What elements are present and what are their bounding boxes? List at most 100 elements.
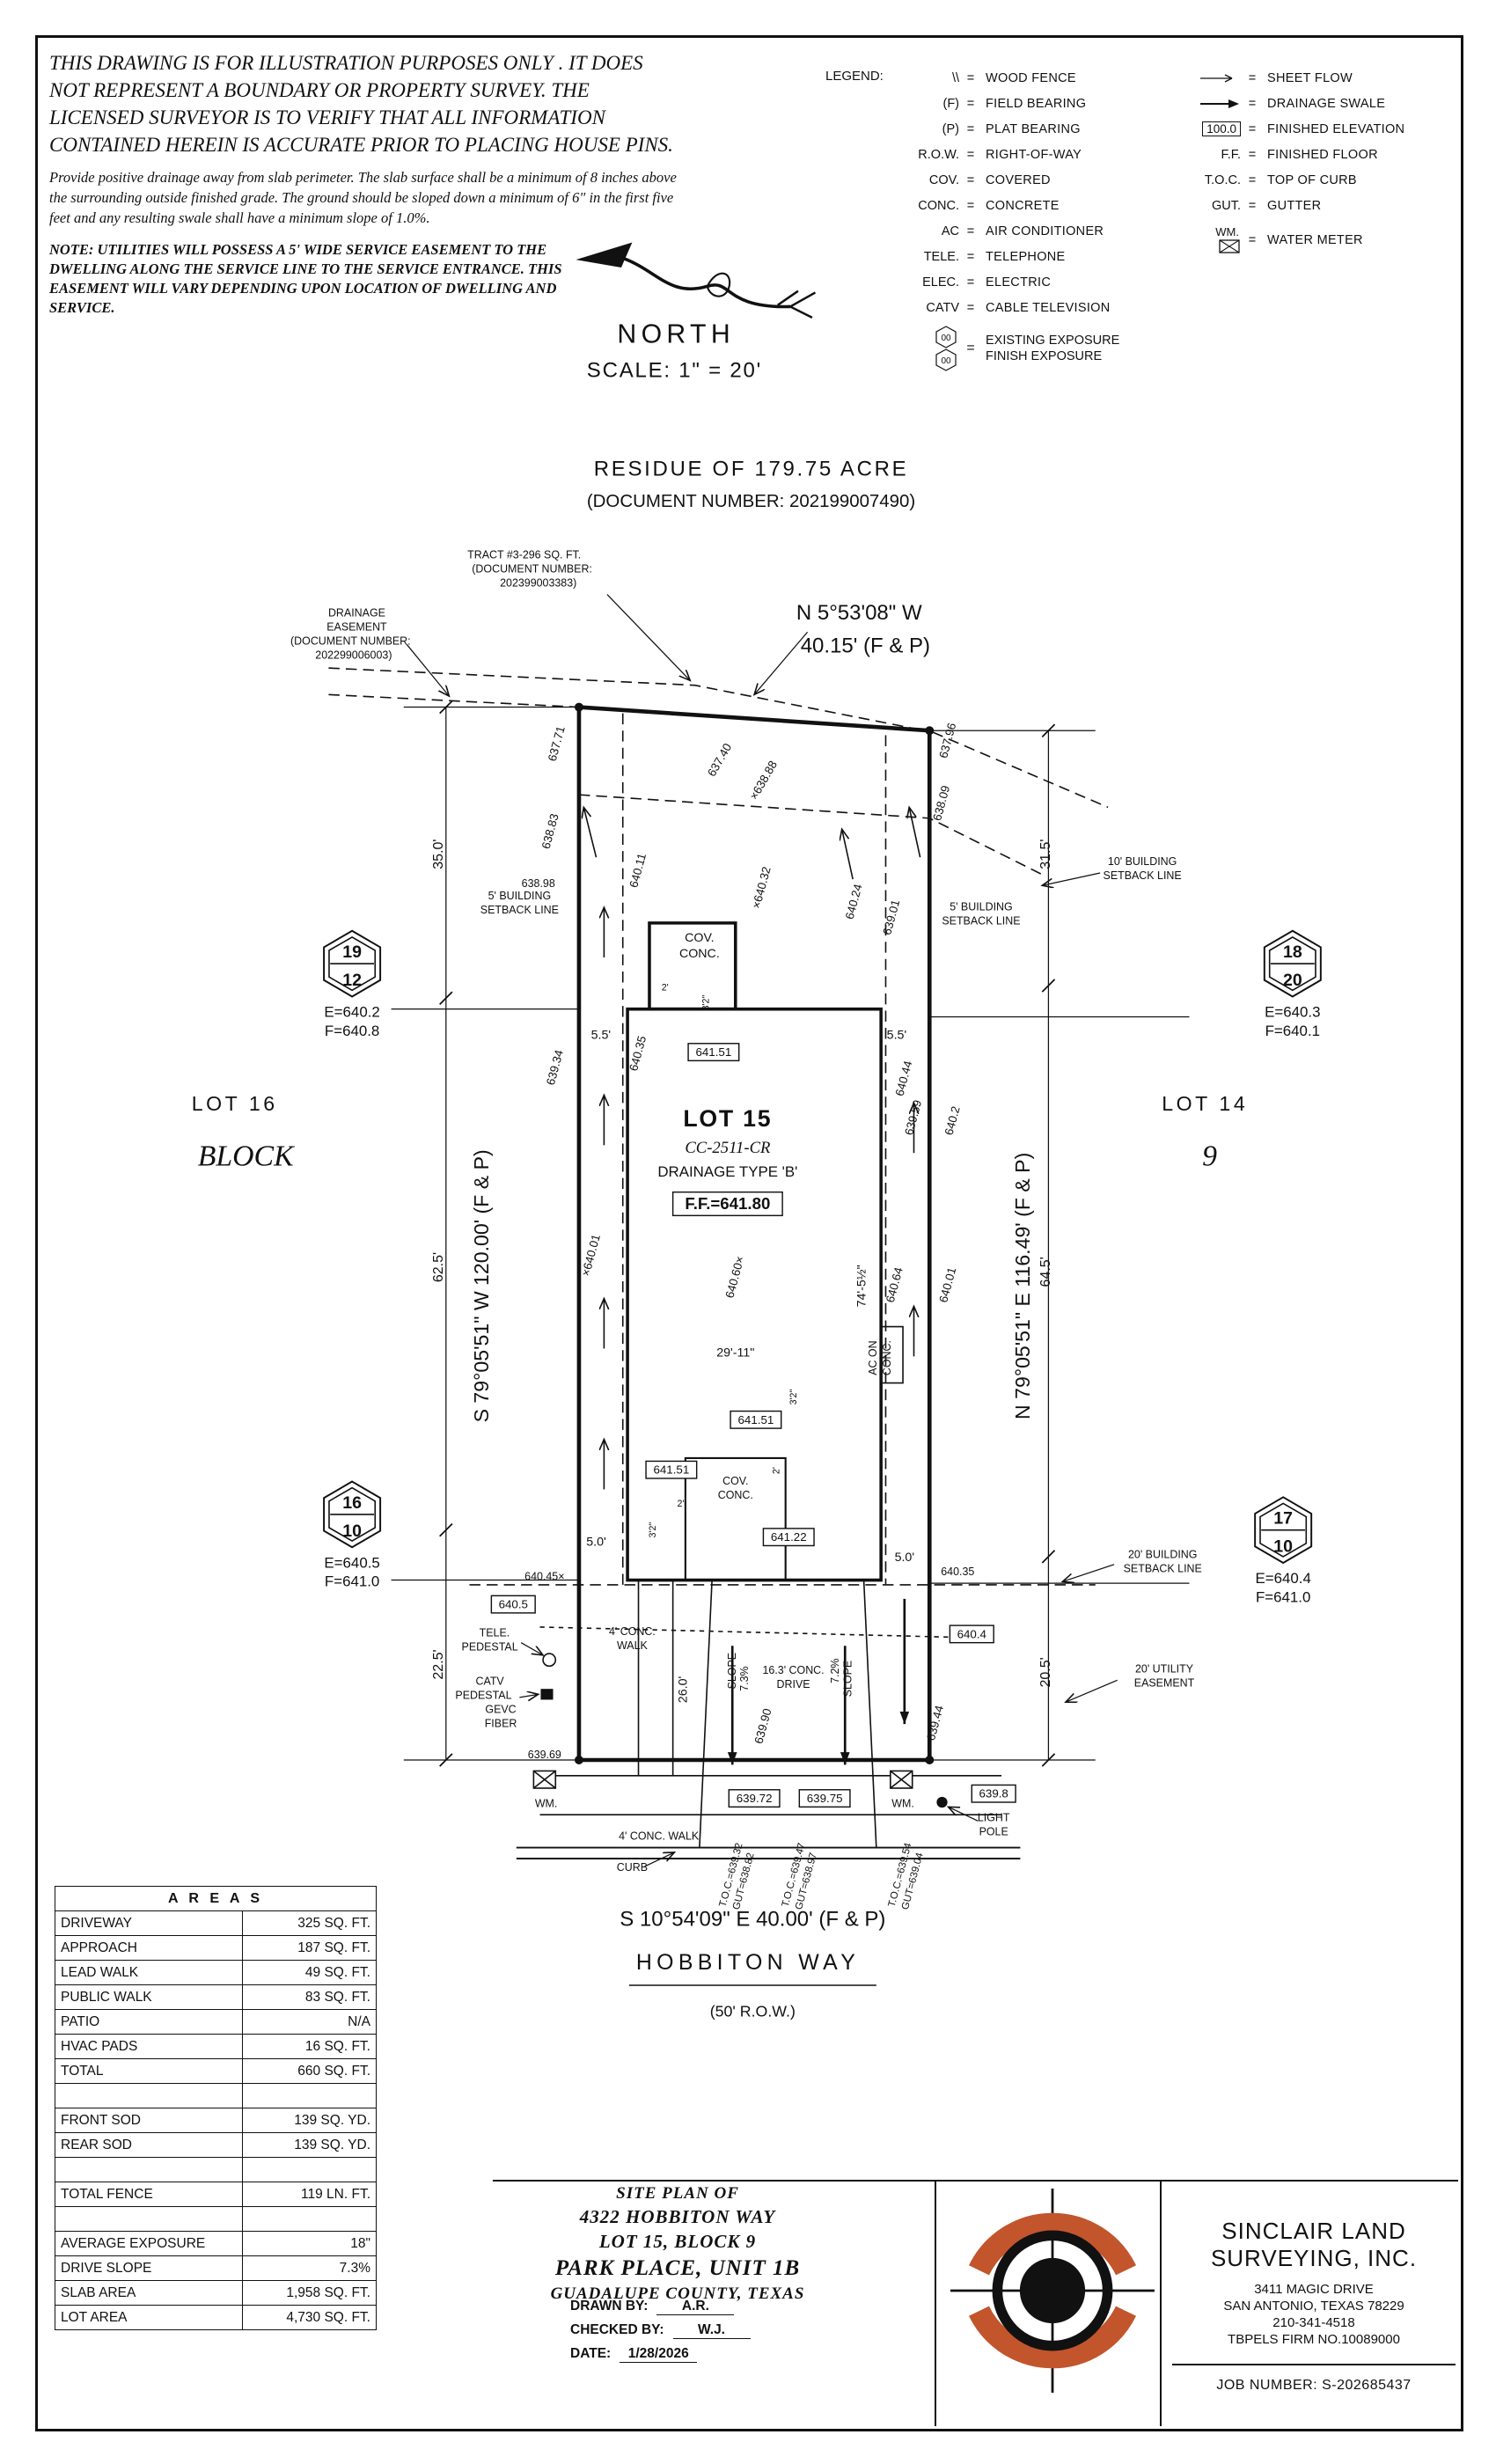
area-label: [55, 2083, 243, 2108]
legend-label: CONCRETE: [986, 198, 1060, 213]
plat-annotation: SLOPE: [841, 1661, 854, 1697]
checked-by-row: CHECKED BY: W.J.: [570, 2322, 751, 2339]
walks-drive-street: [516, 1580, 1021, 1986]
legend-label: GUTTER: [1267, 198, 1322, 213]
field-bearing-symbol: (F): [942, 96, 959, 111]
lot15-label: LOT 15: [683, 1105, 772, 1132]
toc-abbrev: T.O.C.: [1204, 172, 1241, 187]
plat-annotation: 29'-11": [716, 1346, 754, 1360]
checked-by-value: W.J.: [672, 2322, 751, 2339]
legend-item: AC=AIR CONDITIONER: [891, 218, 1119, 244]
plat-annotation: ×638.88: [747, 759, 780, 803]
plat-annotation: 7.2%: [829, 1658, 841, 1683]
leader-lines: [406, 594, 1118, 1867]
legend-item: CATV=CABLE TELEVISION: [891, 295, 1119, 320]
lot-corner-marker: 16 10 E=640.5 F=641.0: [323, 1480, 382, 1590]
equals-sign: =: [966, 224, 975, 238]
area-label: TOTAL: [55, 2058, 243, 2084]
existing-elevation: E=640.5: [324, 1554, 379, 1571]
legend-item: (P)=PLAT BEARING: [891, 116, 1119, 142]
area-value: 7.3%: [241, 2255, 378, 2281]
plat-annotation: 640.24: [843, 882, 865, 920]
site-address: 4322 HOBBITON WAY: [579, 2206, 776, 2227]
plat-annotation: CONC.: [881, 1340, 893, 1375]
marker-bottom-number: 10: [342, 1522, 362, 1541]
marker-top-number: 16: [342, 1493, 362, 1513]
plat-annotation: WM.: [891, 1797, 914, 1809]
legend-label: CABLE TELEVISION: [986, 300, 1111, 315]
legend-label: FINISH EXPOSURE: [986, 349, 1103, 363]
wood-fence-symbol: \\: [951, 70, 959, 85]
area-value: [241, 2083, 378, 2108]
legend-label: COVERED: [986, 172, 1051, 187]
plat-annotation: 639.90: [752, 1707, 774, 1745]
table-row-spacer: [55, 2083, 378, 2108]
wm-abbrev: WM.: [1215, 225, 1239, 238]
plat-bearing-symbol: (P): [942, 121, 959, 136]
plat-annotation: 35.0': [431, 840, 446, 869]
plat-annotation: 3'2": [788, 1390, 799, 1405]
legend-title: LEGEND:: [825, 69, 884, 84]
plat-annotation: 74'-5½": [854, 1265, 869, 1307]
legend-label: AIR CONDITIONER: [986, 224, 1104, 238]
plat-annotation: 640.35: [627, 1034, 649, 1072]
plat-annotation: 640.5: [499, 1598, 528, 1611]
plat-annotation: 639.75: [807, 1792, 843, 1805]
sheet-flow-arrow-icon: [1200, 73, 1233, 83]
area-value: N/A: [241, 2009, 378, 2035]
area-label: DRIVEWAY: [55, 1910, 243, 1936]
street-row-width: (50' R.O.W.): [710, 2003, 796, 2020]
area-label: AVERAGE EXPOSURE: [55, 2231, 243, 2256]
plat-annotation: 20.5': [1038, 1657, 1053, 1687]
finished-elevation-box: [645, 1460, 698, 1479]
plat-annotation: 31.5': [1038, 840, 1053, 869]
existing-elevation: E=640.4: [1255, 1570, 1310, 1587]
plat-annotation: 22.5': [431, 1649, 446, 1679]
plat-annotation: WALK: [617, 1639, 648, 1652]
equals-sign: =: [966, 172, 975, 187]
equals-sign: =: [966, 249, 975, 264]
plat-annotation: 639.44: [924, 1704, 946, 1742]
area-label: [55, 2157, 243, 2182]
plat-annotation: SETBACK LINE: [942, 915, 1020, 928]
area-value: 49 SQ. FT.: [241, 1960, 378, 1985]
drainage-swale-arrows: [727, 1598, 910, 1765]
firm-address-line2: SAN ANTONIO, TEXAS 78229: [1223, 2299, 1404, 2314]
area-value: [241, 2206, 378, 2232]
area-value: 18": [241, 2231, 378, 2256]
house-slab: [626, 921, 904, 1582]
legend-item-exposure: 00 00 = EXISTING EXPOSURE FINISH EXPOSUR…: [891, 326, 1119, 371]
plat-annotation: 3'2": [701, 995, 712, 1011]
plat-annotation: 637.96: [936, 722, 958, 759]
credits-block: DRAWN BY:A.R. CHECKED BY:W.J. DATE:1/28/…: [570, 2299, 751, 2370]
area-value: 1,958 SQ. FT.: [241, 2280, 378, 2306]
marker-bottom-number: 20: [1283, 971, 1302, 990]
legend-label: TOP OF CURB: [1267, 172, 1357, 187]
plat-annotation: 638.83: [539, 812, 561, 850]
drawing-title-block: SITE PLAN OF 4322 HOBBITON WAY LOT 15, B…: [497, 2184, 858, 2304]
north-bearing-line1: N 5°53'08" W: [796, 601, 922, 625]
plat-annotation: 26.0': [677, 1676, 691, 1703]
plat-annotation: CONC.: [679, 947, 720, 961]
concrete-abbrev: CONC.: [918, 198, 959, 213]
legend-label: ELECTRIC: [986, 275, 1052, 290]
block-label: BLOCK: [198, 1140, 295, 1172]
area-label: APPROACH: [55, 1935, 243, 1961]
lot-boundary: [574, 702, 935, 1764]
plat-annotation: 2': [678, 1499, 685, 1509]
legend-label: DRAINAGE SWALE: [1267, 96, 1386, 111]
area-label: DRIVE SLOPE: [55, 2255, 243, 2281]
area-value: 660 SQ. FT.: [241, 2058, 378, 2084]
plat-annotation: CURB: [617, 1861, 648, 1874]
checked-by-label: CHECKED BY:: [570, 2322, 664, 2337]
legend-item: T.O.C.=TOP OF CURB: [1160, 167, 1404, 193]
utility-easement-note: NOTE: UTILITIES WILL POSSESS A 5' WIDE S…: [49, 241, 562, 316]
legend-label: SHEET FLOW: [1267, 70, 1353, 85]
area-value: 119 LN. FT.: [241, 2182, 378, 2207]
area-value: 187 SQ. FT.: [241, 1935, 378, 1961]
